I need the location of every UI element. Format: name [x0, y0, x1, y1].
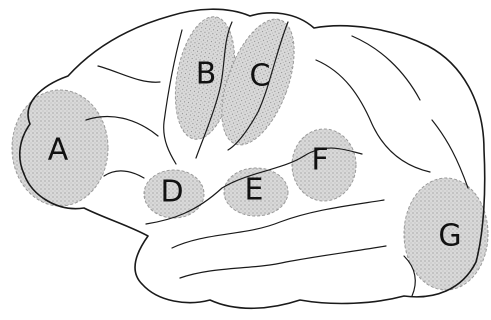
superior-frontal-sulcus [98, 66, 160, 82]
region-label-d: D [160, 175, 183, 210]
region-areas [12, 10, 488, 290]
region-label-b: B [196, 57, 217, 92]
region-label-a: A [48, 133, 69, 168]
region-label-c: C [250, 59, 271, 94]
inferior-temporal-sulcus [180, 246, 386, 278]
region-label-e: E [245, 173, 264, 208]
region-label-g: G [438, 219, 461, 254]
frontal-gyrus-line [104, 171, 144, 178]
region-label-f: F [311, 143, 328, 178]
parietal-gyrus-line [352, 36, 420, 100]
region-labels: A B C D E F G [48, 57, 462, 254]
